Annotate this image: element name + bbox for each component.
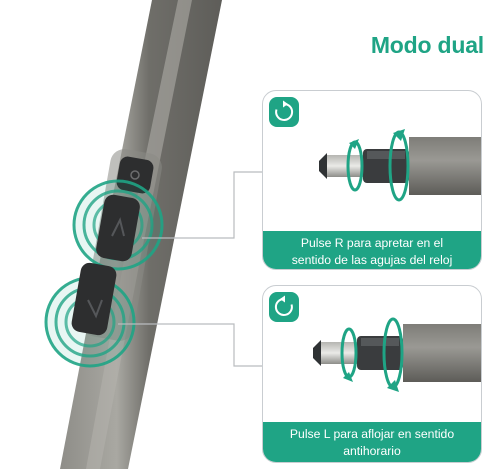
- screwdriver-tip-illustration: [313, 317, 481, 392]
- page-title: Modo dual: [370, 32, 484, 58]
- caption-line: antihorario: [343, 444, 401, 458]
- loosen-mode-panel: Pulse L para aflojar en sentido antihora…: [262, 285, 482, 463]
- tighten-caption: Pulse R para apretar en el sentido de la…: [263, 231, 481, 269]
- clockwise-rotate-icon: [269, 97, 299, 127]
- caption-line: sentido de las agujas del reloj: [291, 253, 453, 267]
- power-button[interactable]: [115, 155, 154, 194]
- counterclockwise-rotate-icon: [269, 292, 299, 322]
- tighten-mode-panel: Pulse R para apretar en el sentido de la…: [262, 90, 482, 270]
- loosen-caption: Pulse L para aflojar en sentido antihora…: [263, 422, 481, 462]
- caption-line: Pulse L para aflojar en sentido: [289, 427, 455, 441]
- caption-line: Pulse R para apretar en el: [300, 236, 444, 250]
- screwdriver-tip-illustration: [319, 129, 481, 202]
- l-button[interactable]: [70, 261, 118, 336]
- r-button[interactable]: [95, 193, 142, 262]
